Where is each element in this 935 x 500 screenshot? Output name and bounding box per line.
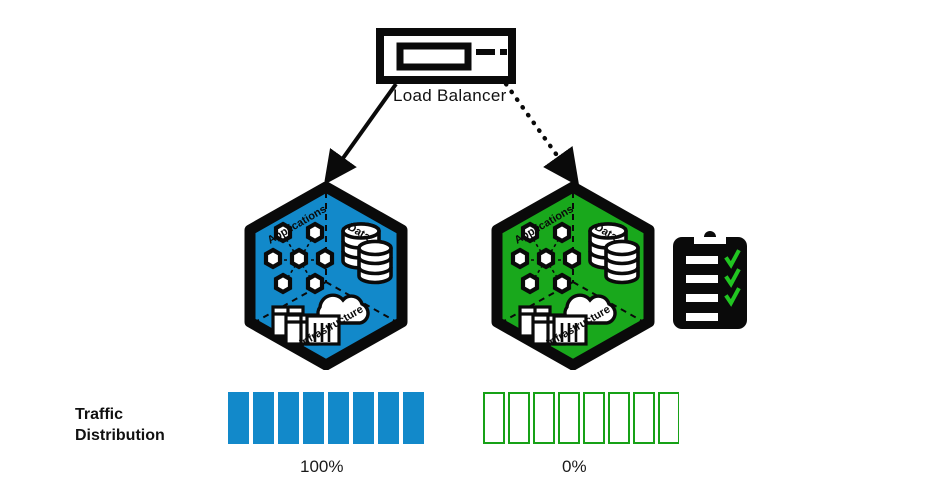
stack-primary[interactable]: Applications Data Infrastructure: [243, 182, 409, 370]
standby-connection-arrow: [503, 81, 580, 187]
traffic-bars-primary: [228, 392, 424, 446]
active-connection-arrow: [323, 82, 398, 185]
load-balancer-label: Load Balancer: [393, 86, 507, 105]
containers-cloud-icon: [518, 293, 617, 346]
hexagon-mesh-icon: [263, 221, 335, 295]
clipboard-icon: [673, 231, 747, 329]
traffic-percent-secondary: 0%: [562, 457, 587, 476]
traffic-percent-primary: 100%: [300, 457, 344, 476]
hexagon-mesh-icon: [510, 221, 582, 295]
stack-secondary[interactable]: Applications Data Infrastructure: [490, 182, 656, 370]
clipboard-checks: [724, 249, 741, 307]
containers-cloud-icon: [271, 293, 370, 346]
traffic-label-line1: Traffic: [75, 406, 124, 423]
traffic-bars-secondary: [483, 392, 679, 446]
traffic-label-line2: Distribution: [75, 427, 165, 444]
database-stack-icon: [341, 222, 393, 285]
traffic-distribution-label: Traffic Distribution: [75, 404, 165, 446]
bar: [483, 392, 679, 444]
database-stack-icon: [588, 222, 640, 285]
validation-clipboard[interactable]: [670, 228, 750, 332]
server-rack-icon: [376, 28, 516, 84]
clipboard-lines: [686, 256, 718, 321]
load-balancer-node[interactable]: [376, 28, 516, 84]
bar: [228, 392, 424, 444]
